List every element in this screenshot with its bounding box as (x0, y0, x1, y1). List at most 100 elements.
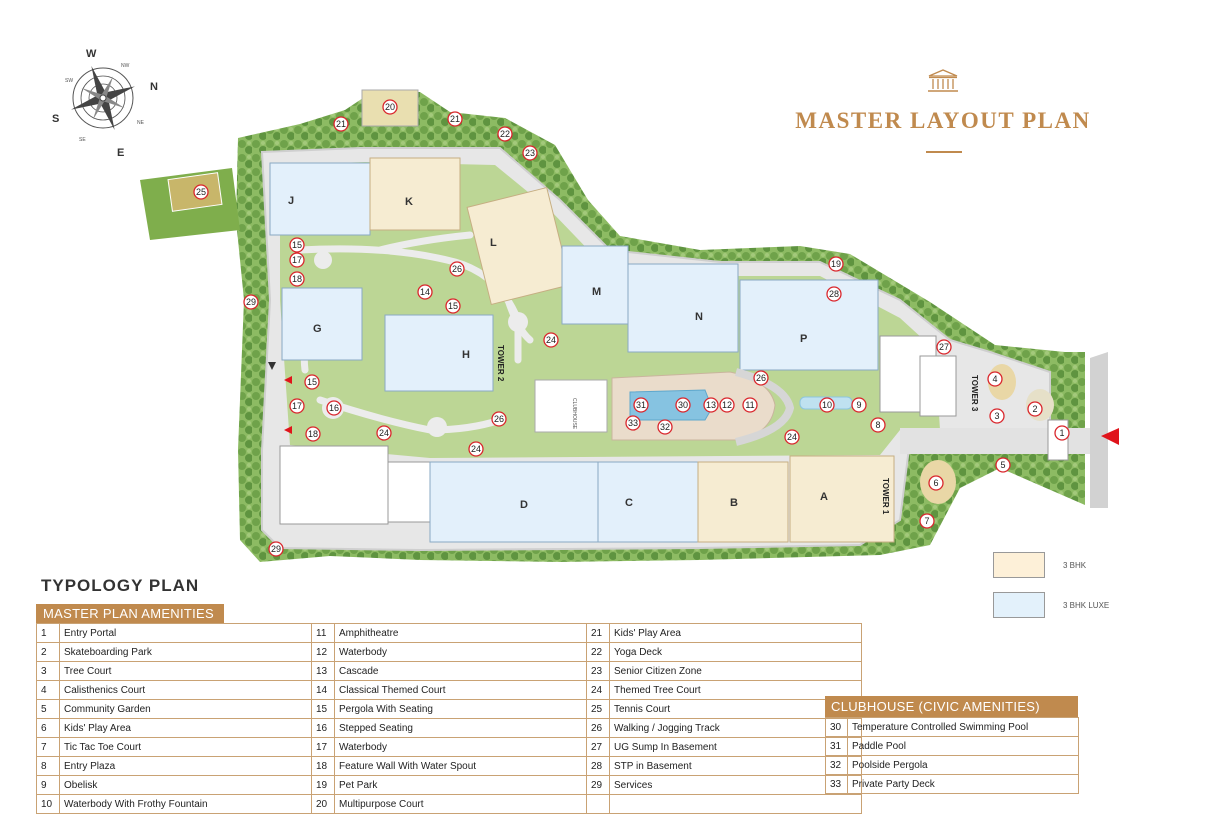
amenity-marker[interactable]: 2 (1027, 401, 1043, 417)
amenity-marker[interactable]: 9 (851, 397, 867, 413)
amenity-marker[interactable]: 24 (376, 425, 392, 441)
amenity-marker[interactable]: 33 (625, 415, 641, 431)
block-j[interactable]: J (269, 162, 371, 236)
amenity-marker[interactable]: 27 (936, 339, 952, 355)
amenity-marker[interactable]: 29 (243, 294, 259, 310)
amenity-marker[interactable]: 29 (268, 541, 284, 557)
amenity-marker[interactable]: 17 (289, 398, 305, 414)
block-f[interactable] (279, 445, 389, 525)
clubhouse-amenities-header: CLUBHOUSE (CIVIC AMENITIES) (825, 696, 1078, 717)
amenity-marker[interactable]: 26 (449, 261, 465, 277)
svg-text:D: D (520, 499, 528, 511)
block-q[interactable] (879, 335, 957, 417)
clubhouse[interactable]: CLUBHOUSE (534, 379, 608, 433)
amenity-marker[interactable]: 15 (304, 374, 320, 390)
amenity-marker-label: 19 (831, 259, 841, 269)
amenity-marker[interactable]: 17 (289, 252, 305, 268)
site-map: W N E S NW NE SE SW J K L M N P (52, 48, 1119, 562)
amenity-marker[interactable]: 10 (819, 397, 835, 413)
amenity-marker-label: 27 (939, 342, 949, 352)
amenity-marker[interactable]: 30 (675, 397, 691, 413)
amenity-marker-label: 24 (546, 335, 556, 345)
amenity-marker[interactable]: 14 (417, 284, 433, 300)
amenity-marker-label: 25 (196, 187, 206, 197)
block-e[interactable] (387, 461, 431, 523)
amenity-marker[interactable]: 12 (719, 397, 735, 413)
direction-arrow-icon (284, 426, 292, 434)
amenity-marker[interactable]: 18 (289, 271, 305, 287)
amenity-name: Tennis Court (609, 699, 862, 719)
svg-text:P: P (800, 333, 807, 345)
amenity-marker[interactable]: 1 (1054, 425, 1070, 441)
block-k[interactable]: K (369, 157, 461, 231)
amenity-marker-label: 17 (292, 255, 302, 265)
block-p[interactable]: P (739, 279, 879, 371)
direction-arrow-icon (284, 376, 292, 384)
block-b[interactable]: B (697, 461, 789, 543)
amenity-marker[interactable]: 24 (468, 441, 484, 457)
master-plan-amenities-header: MASTER PLAN AMENITIES (36, 604, 224, 623)
amenity-marker[interactable]: 19 (828, 256, 844, 272)
amenity-marker[interactable]: 13 (703, 397, 719, 413)
amenity-marker[interactable]: 21 (447, 111, 463, 127)
block-n[interactable]: N (627, 263, 739, 353)
amenity-number: 17 (311, 737, 335, 757)
swimming-pool (629, 389, 713, 421)
entry-arrow-icon (1101, 428, 1119, 445)
block-h[interactable]: H (384, 314, 494, 392)
amenity-marker[interactable]: 6 (928, 475, 944, 491)
amenity-marker[interactable]: 7 (919, 513, 935, 529)
amenity-marker[interactable]: 21 (333, 116, 349, 132)
amenity-name (609, 794, 862, 814)
tower-2-label: TOWER 2 (496, 345, 505, 382)
amenity-marker-label: 29 (271, 544, 281, 554)
svg-text:L: L (490, 237, 497, 249)
amenity-marker[interactable]: 24 (784, 429, 800, 445)
block-l[interactable]: L (466, 186, 572, 306)
amenity-marker[interactable]: 3 (989, 408, 1005, 424)
amenity-marker[interactable]: 16 (326, 400, 342, 416)
amenity-name: Classical Themed Court (334, 680, 587, 700)
amenity-marker-label: 12 (722, 400, 732, 410)
amenity-number: 3 (36, 661, 60, 681)
amenity-marker[interactable]: 18 (305, 426, 321, 442)
block-g[interactable]: G (281, 287, 363, 361)
tower-1-label: TOWER 1 (881, 478, 890, 515)
amenity-marker-label: 18 (292, 274, 302, 284)
svg-text:CLUBHOUSE: CLUBHOUSE (571, 398, 577, 430)
block-m[interactable]: M (561, 245, 629, 325)
amenity-number: 21 (586, 623, 610, 643)
amenity-number: 28 (586, 756, 610, 776)
compass-letter-sw: SW (65, 78, 73, 84)
amenity-marker[interactable]: 28 (826, 286, 842, 302)
amenity-name: Entry Plaza (59, 756, 312, 776)
amenity-marker[interactable]: 26 (491, 411, 507, 427)
amenity-marker[interactable]: 11 (742, 397, 758, 413)
amenity-marker[interactable]: 22 (497, 126, 513, 142)
compass-rose (71, 66, 135, 130)
amenity-marker[interactable]: 20 (382, 99, 398, 115)
amenity-name: Waterbody (334, 737, 587, 757)
amenity-marker[interactable]: 15 (445, 298, 461, 314)
amenity-marker[interactable]: 32 (657, 419, 673, 435)
block-c[interactable]: C (597, 461, 699, 543)
amenity-marker[interactable]: 24 (543, 332, 559, 348)
amenity-marker[interactable]: 31 (633, 397, 649, 413)
amenity-marker[interactable]: 5 (995, 457, 1011, 473)
amenity-marker-label: 14 (420, 287, 430, 297)
amenity-marker[interactable]: 8 (870, 417, 886, 433)
block-d[interactable]: D (429, 461, 599, 543)
clubhouse-amenity-number: 30 (825, 717, 848, 737)
amenity-marker[interactable]: 4 (987, 371, 1003, 387)
amenity-number: 11 (311, 623, 335, 643)
amenity-marker-label: 33 (628, 418, 638, 428)
amenity-marker-label: 15 (307, 377, 317, 387)
amenity-marker[interactable]: 25 (193, 184, 209, 200)
amenity-marker[interactable]: 15 (289, 237, 305, 253)
amenity-marker[interactable]: 26 (753, 370, 769, 386)
amenity-number: 4 (36, 680, 60, 700)
legend-3bhk: 3 BHK (993, 552, 1086, 578)
block-a[interactable]: A (789, 455, 895, 543)
amenity-marker[interactable]: 23 (522, 145, 538, 161)
